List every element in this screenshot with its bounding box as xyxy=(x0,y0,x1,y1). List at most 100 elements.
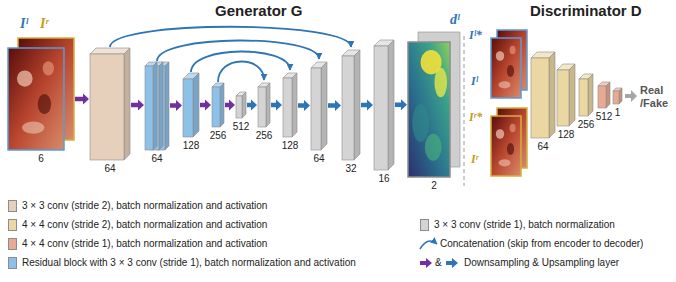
image-label: dˡ xyxy=(450,12,459,28)
channel-count: 256 xyxy=(256,130,273,142)
layer-arrow xyxy=(298,100,310,111)
image-blob xyxy=(499,159,511,166)
node-shape xyxy=(212,83,224,127)
slab-front xyxy=(183,79,193,137)
node-shape xyxy=(311,62,327,150)
node-shape xyxy=(183,73,199,137)
slab-side xyxy=(153,62,157,150)
skip-connection xyxy=(110,27,351,47)
layer-arrow xyxy=(225,100,235,111)
channel-count: 256 xyxy=(210,130,227,142)
legend-text: 3 × 3 conv (stride 1), batch normalizati… xyxy=(434,219,615,231)
channel-count: 64 xyxy=(104,163,115,175)
layer-arrow xyxy=(271,100,282,111)
slab-front xyxy=(557,70,569,126)
heatmap-tile xyxy=(408,42,450,177)
channel-count: 128 xyxy=(282,140,299,152)
output-map: dˡ2 xyxy=(408,32,460,177)
slab-side xyxy=(549,52,555,138)
legend-swatch xyxy=(420,219,429,231)
node-shape xyxy=(579,74,593,116)
channel-count: 128 xyxy=(558,129,575,141)
slab-side xyxy=(165,62,169,150)
image-label: Iʳ* xyxy=(469,110,482,124)
node-shape xyxy=(557,64,575,126)
legend-text: Downsampling & Upsampling layer xyxy=(464,257,619,269)
image-blob xyxy=(434,68,447,98)
legend-swatch xyxy=(8,200,17,212)
legend-text: Residual block with 3 × 3 conv (stride 1… xyxy=(22,257,356,269)
channel-count: 256 xyxy=(578,119,595,131)
image-label: Iˡ xyxy=(20,16,28,32)
layer-arrow xyxy=(395,99,407,110)
slab-front xyxy=(374,46,388,170)
slab-side xyxy=(124,48,130,160)
channel-count: 512 xyxy=(596,111,613,123)
layer-block: 128 xyxy=(183,73,199,137)
image-blob xyxy=(412,104,429,142)
node-shape xyxy=(408,32,460,177)
slab-front xyxy=(90,54,124,160)
input-image-stack: IˡIʳ6 xyxy=(8,38,74,150)
image-label: Iˡ* xyxy=(469,28,482,42)
slab-side xyxy=(266,83,270,127)
node-shape xyxy=(613,88,622,104)
divider-line xyxy=(464,36,465,186)
channel-count: 64 xyxy=(313,153,324,165)
slab-front xyxy=(145,66,153,150)
slab-front xyxy=(212,87,220,127)
image-tile xyxy=(491,38,521,98)
title: Generator G xyxy=(215,2,303,20)
channel-count: 32 xyxy=(345,163,356,175)
image-label: Iʳ xyxy=(40,16,48,32)
node-shape xyxy=(283,73,297,137)
image-label: Iʳ xyxy=(471,152,478,166)
slab-side xyxy=(619,88,622,104)
layer-block: 512 xyxy=(236,92,246,118)
layer-block: 128 xyxy=(283,73,297,137)
image-blob xyxy=(43,61,54,75)
image-blob xyxy=(17,70,33,86)
image-tile xyxy=(8,48,64,150)
layer-block: 256 xyxy=(212,83,224,127)
legend-text: 4 × 4 conv (stride 2), batch normalizati… xyxy=(22,219,267,231)
slab-top xyxy=(90,48,130,54)
image-label: Iˡ xyxy=(471,74,478,88)
layer-block: 256 xyxy=(579,74,593,116)
slab-side xyxy=(159,62,163,150)
slab-front xyxy=(311,68,321,150)
slab-side xyxy=(321,62,327,150)
channel-count: 1 xyxy=(615,107,621,119)
slab-side xyxy=(220,83,224,127)
slab-front xyxy=(531,58,549,138)
layer-arrow xyxy=(361,100,373,111)
node-shape xyxy=(374,40,394,170)
node-shape xyxy=(8,38,74,150)
node-shape xyxy=(598,82,610,108)
slab-front xyxy=(598,86,606,108)
channel-count: 2 xyxy=(431,180,437,192)
slab-front xyxy=(236,96,242,118)
layer-block: 64 xyxy=(145,62,169,150)
output-label: Real /Fake xyxy=(640,84,671,110)
slab-side xyxy=(588,74,593,116)
slab-side xyxy=(354,50,360,160)
slab-side xyxy=(388,40,394,170)
layer-block: 512 xyxy=(598,82,610,108)
slab-side xyxy=(569,64,575,126)
slab-front xyxy=(283,78,292,137)
channel-count: 64 xyxy=(151,153,162,165)
legend-upsample-arrow xyxy=(446,258,458,268)
image-blob xyxy=(510,124,516,132)
node-shape xyxy=(236,92,246,118)
layer-block: 1 xyxy=(613,88,622,104)
slab-side xyxy=(292,73,297,137)
channel-count: 16 xyxy=(378,173,389,185)
slab-side xyxy=(606,82,610,108)
input-image-stack: Iˡ* IˡIʳ* Iʳ xyxy=(469,30,527,180)
layer-block: 64 xyxy=(311,62,327,150)
legend-swatch xyxy=(8,238,17,250)
image-blob xyxy=(510,46,516,54)
slab-front xyxy=(613,91,619,104)
